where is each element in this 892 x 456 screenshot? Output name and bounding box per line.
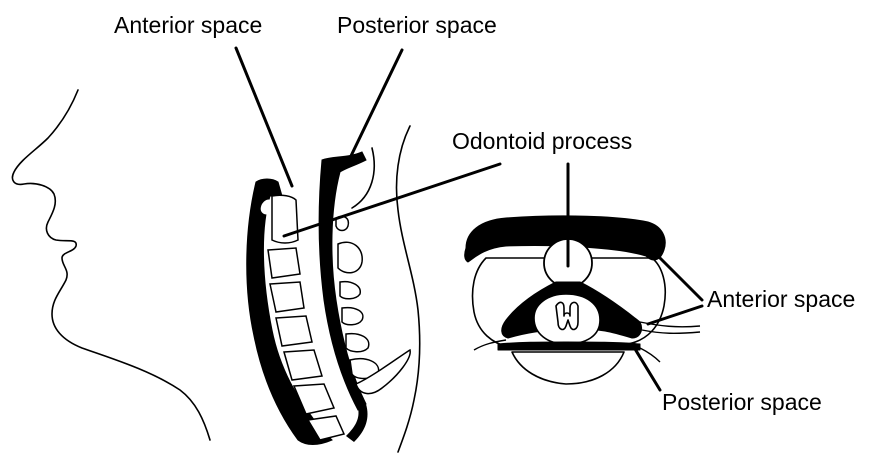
label-posterior-space-sagittal: Posterior space [337,14,497,37]
face-profile-outline [12,90,210,440]
vertebra-c3 [268,248,300,278]
label-anterior-space-axial: Anterior space [707,288,855,311]
posterior-column-lower [346,404,368,442]
leader-anterior-top [236,48,292,186]
spinous-c2 [338,242,362,273]
vertebra-c4 [270,282,304,312]
cervical-spine [247,152,410,445]
leader-odontoid-sagittal [284,164,500,236]
vertebra-c5 [276,316,312,346]
spinous-c4 [342,308,363,325]
leader-posterior-top [350,50,402,158]
axial-view [465,216,700,384]
posterior-arch [498,342,640,350]
label-odontoid-process: Odontoid process [452,130,632,153]
spinous-c3 [340,282,360,299]
vertebra-c6 [284,350,322,380]
spinous-c5 [346,334,369,352]
label-anterior-space-sagittal: Anterior space [114,14,262,37]
label-posterior-space-axial: Posterior space [662,391,822,414]
leader-anterior-right [660,258,702,300]
posterior-element-outline [512,352,624,384]
neck-back-outline [397,126,420,452]
